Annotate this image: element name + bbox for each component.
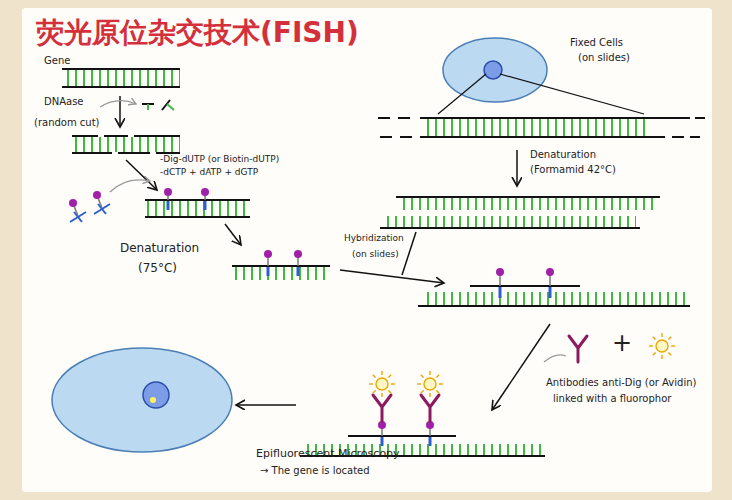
annotation-label: (on slides) (578, 52, 630, 64)
labelled-nucleotide (69, 199, 86, 222)
dna-strand (62, 68, 180, 70)
nucleus (484, 61, 502, 79)
antibody-symbol (569, 336, 587, 362)
annotation-label: → The gene is located (260, 465, 370, 477)
antibody-symbol (373, 395, 391, 421)
zoom-line (438, 74, 486, 114)
base-pairs (145, 201, 250, 216)
base-pairs (72, 137, 180, 152)
fluorescent-signal (150, 397, 156, 403)
step-arrow (516, 150, 518, 186)
base-pairs (425, 119, 647, 136)
denatured-strands (380, 197, 660, 228)
annotation-label: Denaturation (530, 149, 596, 161)
annotation-label: -Dig-dUTP (or Biotin-dUTP) (160, 154, 279, 165)
step-arrow (492, 324, 550, 410)
fluorophore-symbol (649, 333, 675, 359)
labelled-nucleotide (93, 191, 110, 214)
merge-line (402, 232, 416, 275)
annotation-label: (random cut) (34, 117, 100, 129)
fluorophore-symbol (417, 371, 443, 397)
gene-dna (62, 69, 180, 87)
pointer-curve (110, 180, 150, 192)
annotation-label: (on slides) (352, 249, 399, 260)
annotation-label: DNAase (44, 96, 84, 108)
zoom-line (500, 74, 644, 114)
pointer-curve (100, 101, 136, 107)
step-arrow (236, 404, 296, 406)
annotation-label: -dCTP + dATP + dGTP (160, 167, 258, 178)
annotation-label: Gene (44, 55, 70, 67)
cell (52, 348, 232, 452)
step-arrow (126, 160, 157, 190)
card-background (22, 8, 712, 492)
dna-fragments (142, 100, 174, 110)
annotation-label: Denaturation (120, 241, 199, 255)
nucleus (143, 382, 169, 408)
annotation-label: Hybridization (344, 233, 404, 244)
cell (443, 38, 547, 102)
annotation-label: (75°C) (138, 261, 177, 275)
dna-strand (62, 86, 180, 88)
annotation-label: linked with a fluorophor (553, 393, 671, 405)
chromosome-dna (378, 118, 705, 137)
annotation-label: Fixed Cells (570, 37, 623, 49)
step-arrow (340, 270, 444, 283)
base-pairs (422, 292, 686, 305)
annotation-label: (Formamid 42°C) (530, 164, 616, 176)
annotation-label: + (612, 329, 632, 358)
labelled-dna (145, 188, 250, 217)
annotation-label: Epifluorescent Microscopy (256, 447, 400, 460)
cut-dna (72, 136, 180, 153)
pointer-curve (544, 355, 566, 362)
base-pairs (384, 216, 636, 227)
fluorophore-symbol (369, 371, 395, 397)
antibody-symbol (421, 395, 439, 421)
step-arrow (225, 224, 241, 245)
base-pairs (62, 70, 180, 86)
base-pairs (232, 267, 330, 280)
annotation-label: Antibodies anti-Dig (or Avidin) (546, 377, 696, 389)
probe-strand (232, 250, 330, 280)
diagram-title: 荧光原位杂交技术(FISH) (36, 16, 359, 50)
hybridised-dna (418, 268, 690, 306)
base-pairs (400, 198, 656, 210)
